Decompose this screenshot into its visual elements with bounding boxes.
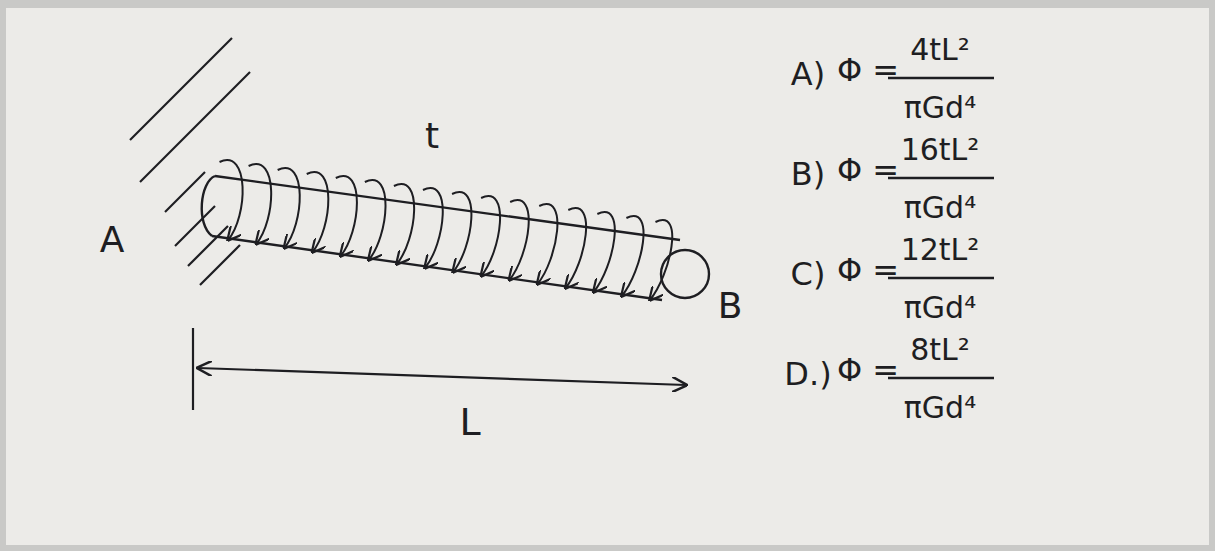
torque-arrows	[220, 160, 673, 300]
formula-lhs: Φ =	[837, 154, 899, 186]
fraction-bar	[888, 77, 994, 79]
shaft	[202, 176, 709, 300]
torque-arrow	[249, 164, 272, 244]
end-label: B	[718, 288, 743, 324]
dimension-line	[193, 328, 686, 410]
torque-arrow	[537, 204, 557, 284]
load-label: t	[425, 118, 439, 154]
torque-arrow	[307, 172, 329, 252]
torque-arrow	[509, 200, 528, 280]
torque-arrow	[365, 180, 386, 260]
option-letter: A)	[791, 58, 825, 90]
fraction-bar	[888, 277, 994, 279]
formula-lhs: Φ =	[837, 354, 899, 386]
torque-arrow	[650, 220, 672, 300]
torque-arrow	[566, 208, 587, 288]
numerator: 8tL²	[910, 335, 970, 365]
torque-arrow	[423, 188, 443, 268]
torque-arrow	[220, 160, 243, 240]
fixed-wall	[130, 38, 250, 285]
option-letter: B)	[791, 158, 825, 190]
support-label: A	[100, 222, 125, 258]
torque-arrow	[481, 196, 500, 276]
fraction-bar	[888, 377, 994, 379]
numerator: 12tL²	[901, 235, 980, 265]
torque-arrow	[278, 168, 300, 248]
paper	[6, 8, 1209, 545]
fraction-bars	[888, 78, 994, 378]
torque-arrow	[594, 212, 615, 292]
length-label: L	[459, 403, 480, 441]
denominator: πGd⁴	[904, 393, 976, 423]
option-letter: D.)	[784, 358, 831, 390]
torque-arrow	[452, 192, 471, 272]
numerator: 16tL²	[901, 135, 980, 165]
numerator: 4tL²	[910, 35, 970, 65]
denominator: πGd⁴	[904, 293, 976, 323]
torque-arrow	[336, 176, 357, 256]
denominator: πGd⁴	[904, 193, 976, 223]
torque-arrow	[622, 216, 644, 296]
option-letter: C)	[791, 258, 826, 290]
torque-arrow	[394, 184, 414, 264]
formula-lhs: Φ =	[837, 254, 899, 286]
fraction-bar	[888, 177, 994, 179]
denominator: πGd⁴	[904, 93, 976, 123]
formula-lhs: Φ =	[837, 54, 899, 86]
